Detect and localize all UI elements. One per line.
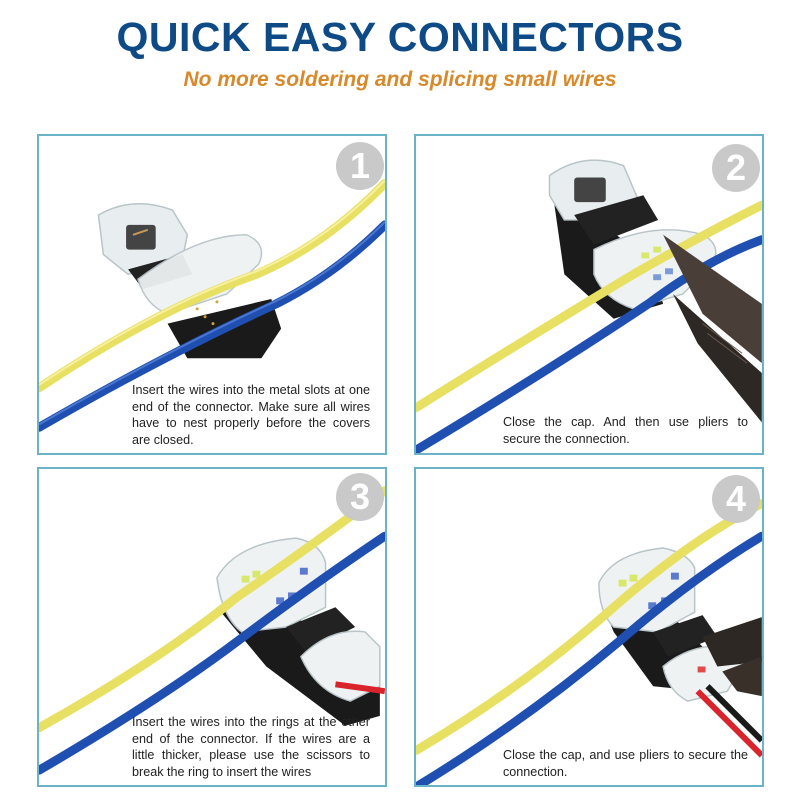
page-title: QUICK EASY CONNECTORS bbox=[116, 14, 684, 60]
step-number-badge: 4 bbox=[712, 475, 760, 523]
step-description: Insert the wires into the metal slots at… bbox=[132, 383, 370, 447]
step-panel-1: 1 Insert the wires into the metal slots … bbox=[37, 134, 387, 455]
step-number-badge: 3 bbox=[336, 473, 384, 521]
step-number-badge: 1 bbox=[336, 142, 384, 190]
connector-photo-step-3 bbox=[39, 486, 385, 775]
connector-photo-step-2 bbox=[416, 159, 762, 453]
step-description: Close the cap. And then use pliers to se… bbox=[503, 415, 748, 446]
step-description: Close the cap, and use pliers to secure … bbox=[503, 748, 748, 779]
connector-photo-step-4 bbox=[416, 499, 762, 785]
step-panel-4: 4 Close the cap, and use pliers to secur… bbox=[414, 467, 764, 787]
connector-photo-step-1 bbox=[39, 178, 385, 432]
page-subtitle: No more soldering and splicing small wir… bbox=[183, 68, 617, 91]
step-panel-3: 3 Insert the wires into the rings at the… bbox=[37, 467, 387, 787]
step-description: Insert the wires into the rings at the o… bbox=[132, 715, 370, 779]
step-number-badge: 2 bbox=[712, 144, 760, 192]
step-panel-2: 2 Close the cap. And then use pliers to … bbox=[414, 134, 764, 455]
